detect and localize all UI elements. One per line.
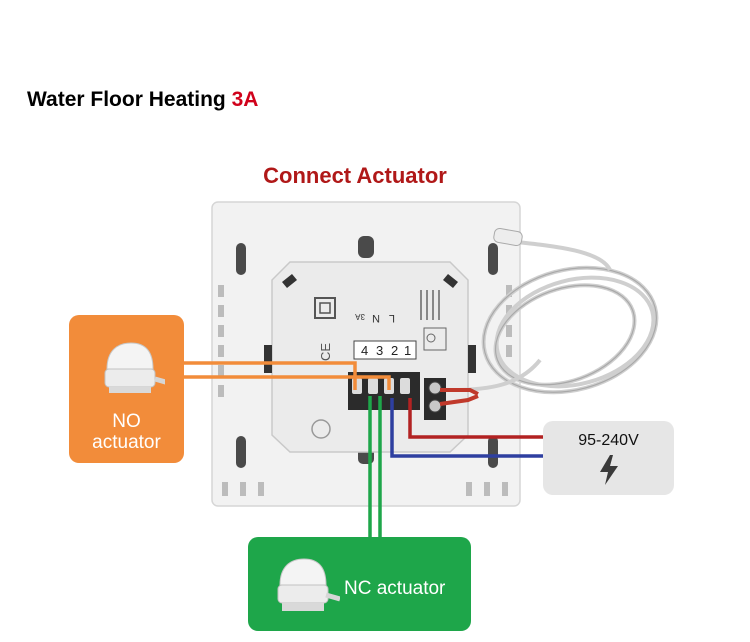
ce-mark: CE (318, 343, 333, 361)
spec-text-lines (420, 290, 440, 320)
no-actuator-label: NO actuator (69, 411, 184, 453)
wire-neutral (390, 398, 543, 458)
actuator-icon (104, 342, 165, 393)
power-screw (428, 399, 442, 413)
no-actuator-label-line1: NO (112, 411, 141, 432)
lightning-bolt-icon (600, 455, 618, 485)
terminal-n-label: N (372, 312, 380, 324)
title-rating: 3A (231, 88, 259, 111)
vent-grill (311, 419, 331, 439)
current-rating-label: 3A (355, 312, 365, 321)
nc-actuator-label: NC actuator (344, 578, 446, 599)
relay-symbol (423, 327, 447, 351)
power-voltage-label: 95-240V (578, 432, 639, 449)
terminal-number-1: 1 (404, 343, 411, 358)
sensor-probe (493, 227, 523, 247)
screw-slot (488, 243, 498, 275)
actuator-icon (277, 558, 340, 611)
wire-no-2 (184, 375, 391, 390)
screw-slot (358, 236, 374, 258)
no-actuator-box: NO actuator (69, 315, 184, 463)
wire-no-1 (184, 361, 357, 390)
title-main: Water Floor Heating (27, 88, 232, 111)
red-lug-wire (440, 388, 479, 396)
screw-slot (236, 436, 246, 468)
housing-tab (264, 345, 272, 373)
nc-actuator-box: NC actuator (248, 537, 471, 631)
housing-tab (443, 274, 458, 288)
terminal-l-label: L (389, 312, 395, 324)
screw-slot (488, 436, 498, 468)
terminal-number-4: 4 (361, 343, 368, 358)
terminal-number-2: 2 (391, 343, 398, 358)
power-screw (428, 381, 442, 395)
diagram-subtitle: Connect Actuator (263, 163, 447, 188)
housing-tab (282, 274, 297, 288)
no-actuator-label-line2: actuator (92, 432, 161, 453)
page-title: Water Floor Heating 3A (27, 88, 258, 112)
terminal-number-3: 3 (376, 343, 383, 358)
housing-tab (468, 345, 476, 373)
screw-slot (236, 243, 246, 275)
power-supply-box: 95-240V (543, 421, 674, 495)
wire-live (408, 398, 543, 439)
terminal-number-strip (353, 340, 417, 360)
double-insulation-symbol (314, 297, 336, 319)
